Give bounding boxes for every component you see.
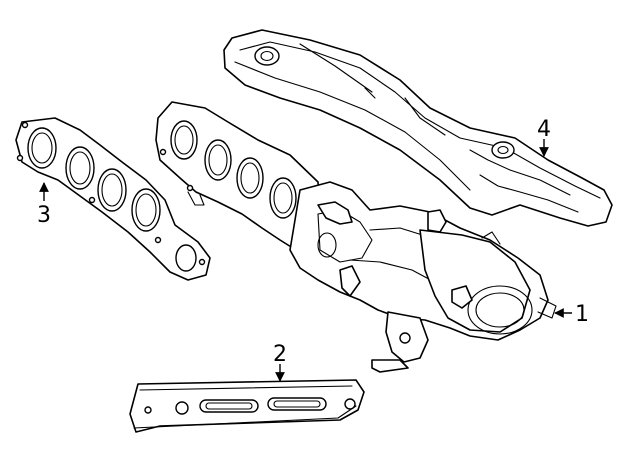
gasket-part [15, 117, 211, 281]
callout-3-label: 3 [37, 203, 51, 228]
callout-1-label: 1 [575, 302, 589, 327]
exhaust-manifold-part [155, 101, 557, 373]
callout-2-label: 2 [273, 342, 287, 367]
callout-2: 2 [273, 342, 287, 382]
callout-4: 4 [537, 117, 551, 157]
bracket-part [129, 379, 365, 433]
callout-4-label: 4 [537, 117, 551, 142]
heat-shield-part [223, 29, 613, 227]
callout-3: 3 [37, 182, 51, 228]
callout-1: 1 [554, 302, 589, 327]
